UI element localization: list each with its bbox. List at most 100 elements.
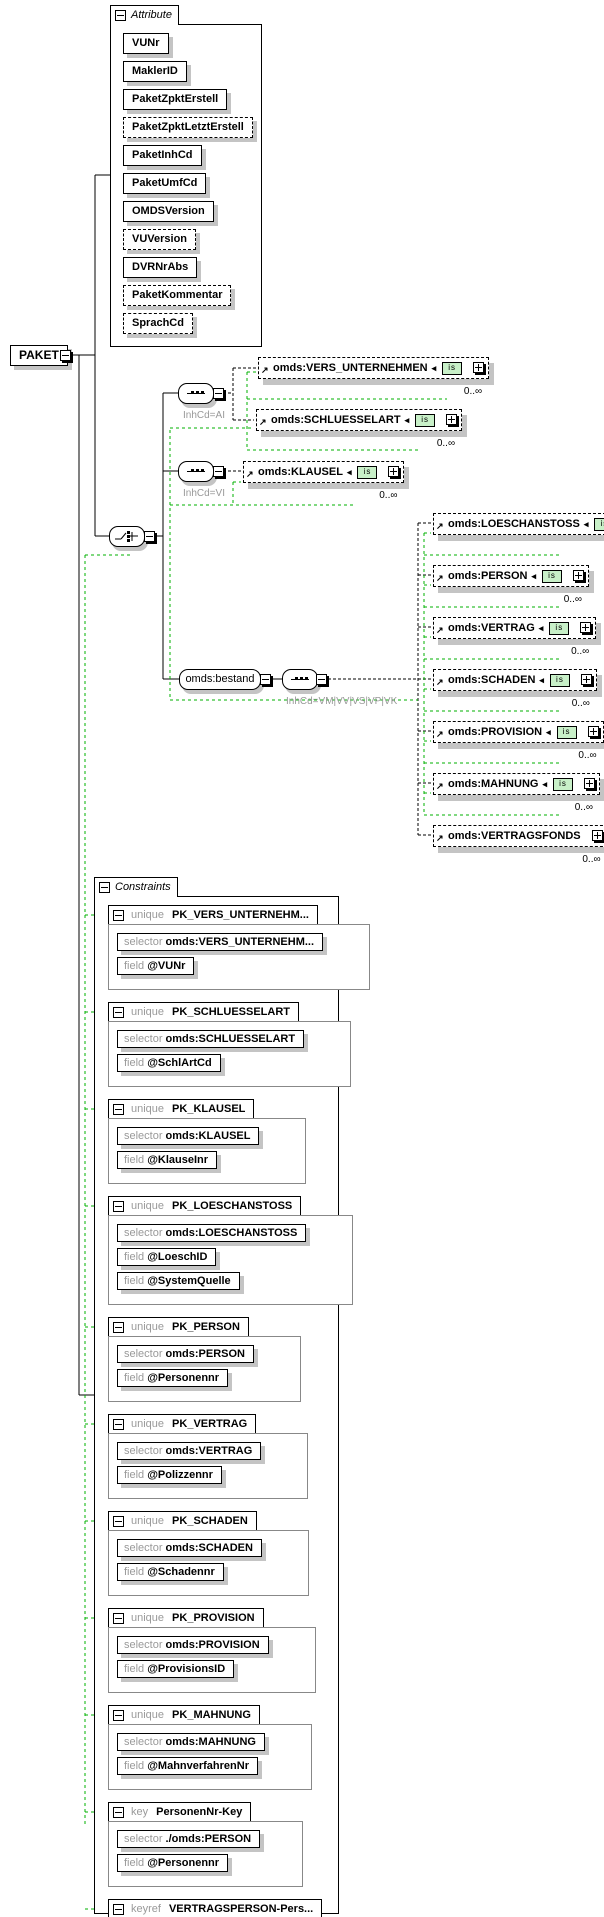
expand-icon[interactable]	[583, 778, 595, 789]
collapse-icon[interactable]	[113, 1201, 124, 1212]
collapse-icon[interactable]	[99, 882, 110, 893]
field-row[interactable]: field@LoeschID	[117, 1248, 217, 1266]
element-loeschanstoss[interactable]: ↗omds:LOESCHANSTOSS◂is0..∞	[433, 513, 604, 538]
expand-icon[interactable]	[446, 414, 458, 425]
field-row[interactable]: field@VUNr	[117, 957, 195, 975]
attribute-dvrnrabs[interactable]: DVRNrAbs	[123, 257, 198, 278]
field-row[interactable]: field@KlauseInr	[117, 1151, 218, 1169]
field-row[interactable]: field@SchlArtCd	[117, 1054, 221, 1072]
attribute-maklerid[interactable]: MaklerID	[123, 61, 187, 82]
constraints-group-tab[interactable]: Constraints	[94, 877, 178, 897]
field-row[interactable]: field@SystemQuelle	[117, 1272, 240, 1290]
field-row[interactable]: field@Polizzennr	[117, 1466, 222, 1484]
attribute-omdsversion[interactable]: OMDSVersion	[123, 201, 214, 222]
selector-label: selector	[124, 1639, 163, 1651]
type-arrow-icon: ◂	[531, 571, 536, 581]
collapse-icon[interactable]	[260, 674, 271, 685]
expand-icon[interactable]	[580, 622, 592, 633]
selector-label: selector	[124, 1445, 163, 1457]
expand-icon[interactable]	[388, 466, 400, 477]
field-row[interactable]: field@Personennr	[117, 1369, 229, 1387]
collapse-icon[interactable]	[113, 1710, 124, 1721]
collapse-icon[interactable]	[113, 1516, 124, 1527]
collapse-icon[interactable]	[113, 1322, 124, 1333]
collapse-icon[interactable]	[113, 910, 124, 921]
sequence-compositor-vi[interactable]	[178, 461, 214, 482]
expand-icon[interactable]	[573, 570, 584, 581]
collapse-icon[interactable]	[113, 1904, 124, 1915]
collapse-icon[interactable]	[113, 1613, 124, 1624]
collapse-icon[interactable]	[213, 388, 224, 399]
attribute-paketkommentar[interactable]: PaketKommentar	[123, 285, 232, 306]
constraint-name: PK_VERS_UNTERNEHM...	[172, 909, 309, 921]
collapse-icon[interactable]	[113, 1419, 124, 1430]
expand-icon[interactable]	[587, 726, 599, 737]
collapse-icon[interactable]	[113, 1007, 124, 1018]
attribute-paketzpktletzterstell[interactable]: PaketZpktLetztErstell	[123, 117, 253, 138]
attribute-vuversion[interactable]: VUVersion	[123, 229, 197, 250]
field-row[interactable]: field@MahnverfahrenNr	[117, 1757, 258, 1775]
collapse-icon[interactable]	[213, 466, 224, 477]
collapse-icon[interactable]	[60, 350, 71, 361]
selector-xpath: omds:KLAUSEL	[165, 1130, 251, 1142]
field-row[interactable]: field@Schadennr	[117, 1563, 224, 1581]
expand-icon[interactable]	[580, 674, 592, 685]
constraint-name: PK_KLAUSEL	[172, 1103, 246, 1115]
attribute-group-tab[interactable]: Attribute	[110, 5, 179, 25]
choice-compositor[interactable]	[109, 526, 145, 547]
field-row[interactable]: field@ProvisionsID	[117, 1660, 235, 1678]
expand-icon[interactable]	[591, 830, 603, 841]
constraint-kind: unique	[131, 1321, 165, 1333]
reference-arrow-icon: ↗	[436, 521, 444, 531]
collapse-icon[interactable]	[316, 674, 327, 685]
root-element-paket[interactable]: PAKET	[10, 345, 68, 366]
attribute-paketinhcd[interactable]: PaketInhCd	[123, 145, 202, 166]
selector-row[interactable]: selector./omds:PERSON	[117, 1830, 261, 1848]
element-bestand[interactable]: omds:bestand	[179, 669, 261, 690]
expand-icon[interactable]	[473, 362, 485, 373]
attribute-vunr[interactable]: VUNr	[123, 33, 169, 54]
constraint-kind: unique	[131, 1006, 165, 1018]
type-arrow-icon: ◂	[542, 779, 547, 789]
collapse-icon[interactable]	[144, 531, 155, 542]
collapse-icon[interactable]	[115, 10, 126, 21]
collapse-icon[interactable]	[113, 1807, 124, 1818]
collapse-icon[interactable]	[113, 1104, 124, 1115]
field-row[interactable]: field@Personennr	[117, 1854, 229, 1872]
attribute-paketzpkterstell[interactable]: PaketZpktErstell	[123, 89, 228, 110]
attribute-paketumfcd[interactable]: PaketUmfCd	[123, 173, 207, 194]
sequence-compositor-bestand[interactable]	[282, 669, 318, 690]
sequence-compositor-ai[interactable]	[178, 383, 214, 404]
attribute-sprachcd[interactable]: SprachCd	[123, 313, 193, 334]
